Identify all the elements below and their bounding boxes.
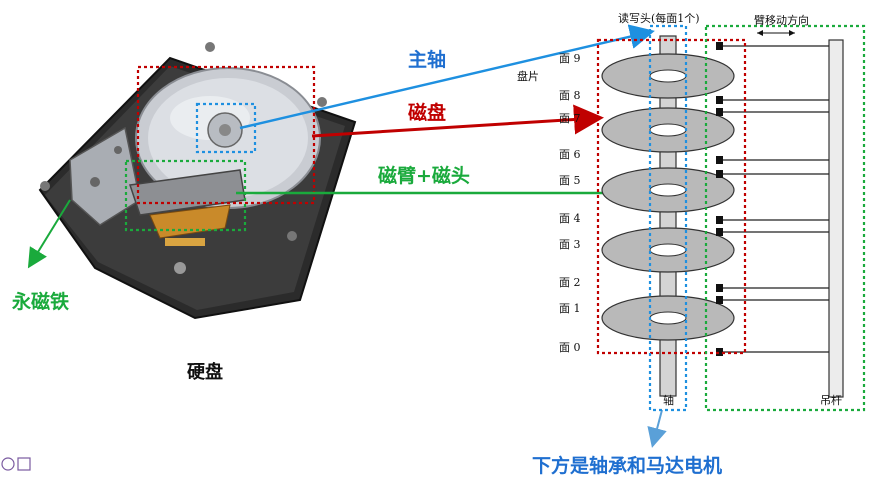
read-write-head: [716, 296, 723, 304]
platter-hole: [649, 243, 687, 257]
platter-stack-box: [596, 38, 747, 355]
surface-label: 面 8: [559, 89, 581, 102]
surface-label: 面 7: [559, 112, 581, 125]
platter-stack: [601, 53, 735, 341]
arm-highlight-box: [124, 159, 247, 232]
read-write-head: [716, 156, 723, 164]
read-write-head: [716, 170, 723, 178]
axis-label: 轴: [663, 394, 674, 407]
hdd-caption: 硬盘: [187, 362, 223, 383]
logo-icon: [1, 457, 31, 471]
spindle-highlight-box: [195, 102, 257, 154]
read-write-head: [716, 284, 723, 292]
spindle-box: [648, 24, 688, 412]
platter-hole: [649, 183, 687, 197]
spindle-label: 主轴: [408, 49, 447, 71]
read-write-head: [716, 228, 723, 236]
magnet-label: 永磁铁: [12, 291, 70, 313]
hanger-label: 吊杆: [820, 394, 842, 407]
arm-assembly-box: [704, 24, 866, 412]
surface-label: 面 4: [559, 212, 581, 225]
read-write-head: [716, 108, 723, 116]
platter-arrow: [311, 104, 604, 138]
surface-label: 面 5: [559, 174, 581, 187]
spindle-arrow: [239, 24, 655, 130]
head-arms: [716, 42, 829, 356]
arm-head-label: 磁臂+磁头: [378, 165, 470, 187]
arm-direction-label: 臂移动方向: [754, 14, 809, 27]
platter-hole: [649, 69, 687, 83]
platter-label: 磁盘: [408, 102, 447, 124]
hard-drive-illustration: [38, 42, 357, 320]
read-write-head: [716, 348, 723, 356]
read-write-head: [716, 216, 723, 224]
bearing-arrow: [647, 409, 667, 448]
platter-hole: [649, 311, 687, 325]
platter-schematic-label: 盘片: [517, 70, 539, 83]
head-label: 读写头(每面1个): [618, 12, 700, 25]
read-write-head: [716, 42, 723, 50]
surface-label: 面 0: [559, 341, 581, 354]
screw-top: [205, 42, 215, 52]
surface-label: 面 6: [559, 148, 581, 161]
hanger-rod: [828, 39, 844, 398]
surface-label: 面 9: [559, 52, 581, 65]
read-write-head: [716, 96, 723, 104]
magnet-photo: [69, 126, 141, 226]
disk-schematic: [601, 30, 844, 398]
surface-label: 面 2: [559, 276, 581, 289]
platter-hole: [649, 123, 687, 137]
bearing-note: 下方是轴承和马达电机: [532, 455, 723, 477]
magnet-arrow: [27, 199, 71, 269]
surface-label: 面 1: [559, 302, 581, 315]
surface-label: 面 3: [559, 238, 581, 251]
